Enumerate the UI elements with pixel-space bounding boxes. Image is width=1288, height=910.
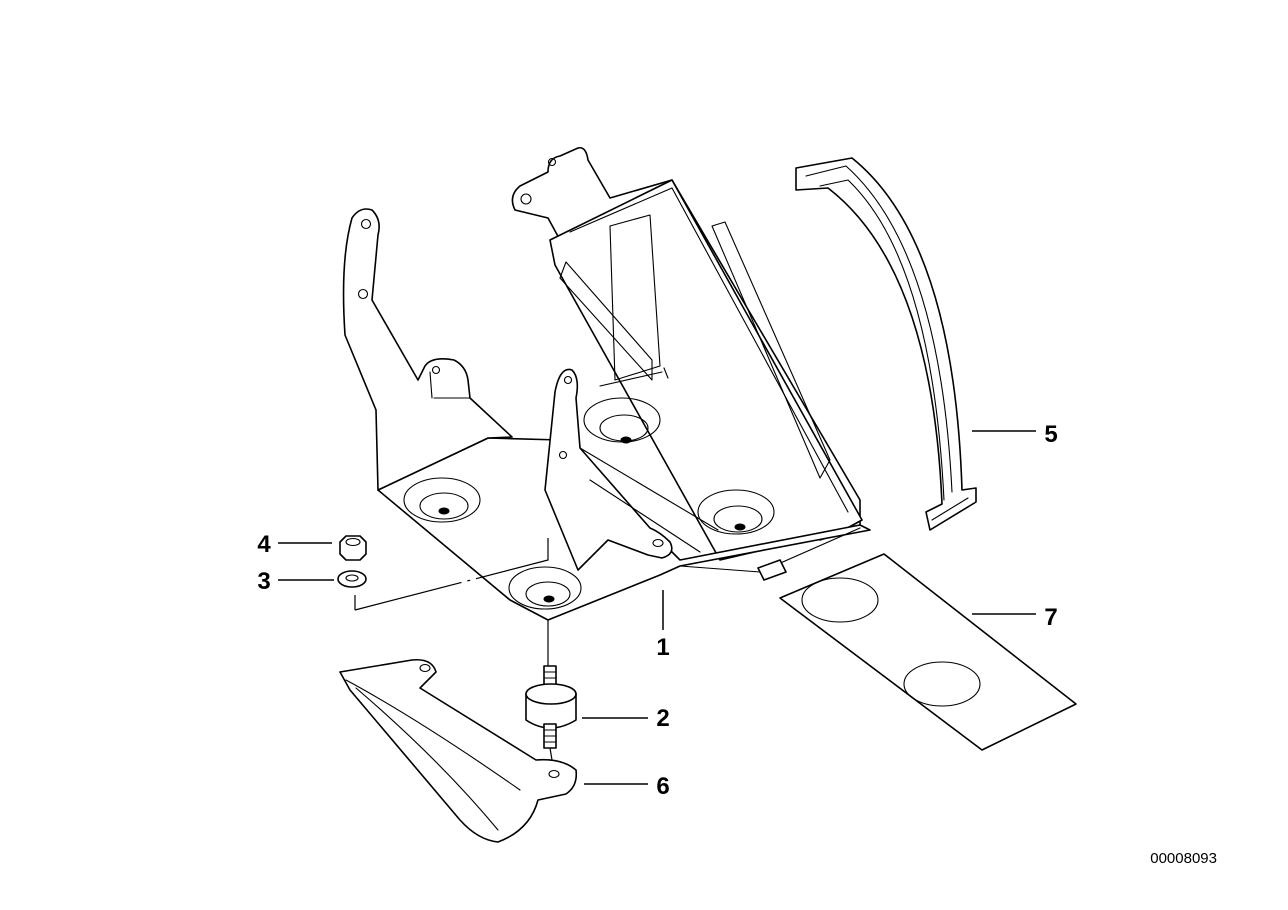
assembly-line: [354, 538, 549, 611]
callout-7: 7: [1044, 604, 1057, 631]
floor-mount-recess: [583, 397, 661, 444]
callout-3: 3: [257, 568, 270, 595]
floor-mount-recess: [403, 477, 481, 523]
battery-strap: [795, 157, 977, 531]
hex-nut: [339, 535, 367, 561]
floor-mount-recess: [508, 566, 582, 610]
callout-2: 2: [656, 705, 669, 732]
callout-5: 5: [1044, 421, 1057, 448]
rubber-mount: [525, 665, 577, 749]
tray-mat: [779, 553, 1077, 751]
assembly-line: [549, 747, 553, 761]
floor-mount-recess: [697, 489, 775, 535]
battery-tray: [342, 146, 871, 621]
washer: [337, 570, 367, 588]
callout-4: 4: [257, 531, 271, 558]
callout-1: 1: [656, 634, 669, 661]
shield-plate: [339, 658, 578, 843]
callout-6: 6: [656, 773, 669, 800]
drawing-number: 00008093: [1150, 850, 1217, 867]
